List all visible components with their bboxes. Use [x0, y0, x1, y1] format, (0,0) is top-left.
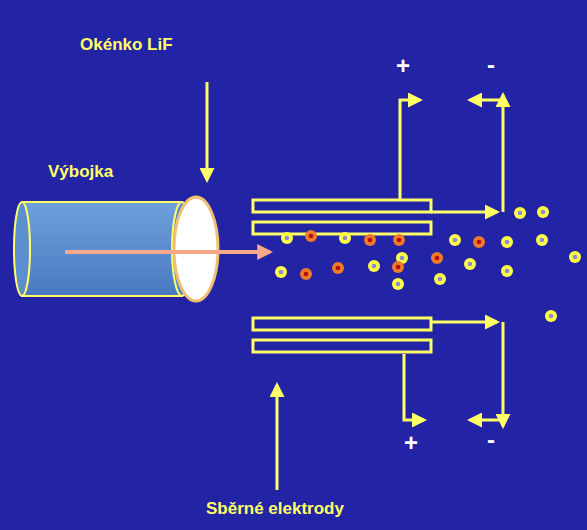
- upper-electrodes: [253, 200, 431, 234]
- positive-ion: [300, 268, 312, 280]
- positive-ion: [364, 234, 376, 246]
- ion-core: [279, 270, 284, 275]
- polarity-sign: +: [396, 53, 410, 79]
- electron: [281, 232, 293, 244]
- ion-core: [336, 266, 341, 271]
- ion-core: [372, 264, 377, 269]
- wires: [400, 95, 503, 426]
- polarity-sign: -: [487, 427, 495, 453]
- electron: [275, 266, 287, 278]
- ion-core: [368, 238, 373, 243]
- positive-ion: [392, 261, 404, 273]
- electron: [569, 251, 581, 263]
- positive-ion: [332, 262, 344, 274]
- lower-electrodes: [253, 318, 431, 352]
- ion-core: [309, 234, 314, 239]
- electron: [501, 265, 513, 277]
- ions: [275, 206, 581, 322]
- pointer-arrow: [206, 82, 209, 180]
- lif-window: [174, 197, 218, 301]
- electron: [536, 234, 548, 246]
- positive-ion: [393, 234, 405, 246]
- part-label: Sběrné elektrody: [206, 500, 344, 519]
- part-label: Výbojka: [48, 163, 113, 182]
- ion-core: [549, 314, 554, 319]
- electron: [514, 207, 526, 219]
- ion-core: [343, 236, 348, 241]
- electron: [545, 310, 557, 322]
- ion-core: [540, 238, 545, 243]
- ion-core: [505, 240, 510, 245]
- electron: [464, 258, 476, 270]
- discharge-tube: [14, 202, 192, 296]
- ion-core: [505, 269, 510, 274]
- positive-ion: [305, 230, 317, 242]
- part-label: Okénko LiF: [80, 36, 173, 55]
- uv-beam: [65, 250, 270, 254]
- polarity-sign: +: [404, 430, 418, 456]
- ion-core: [477, 240, 482, 245]
- ion-core: [396, 282, 401, 287]
- electron: [449, 234, 461, 246]
- electron: [434, 273, 446, 285]
- electron: [392, 278, 404, 290]
- positive-ion: [431, 252, 443, 264]
- polarity-sign: -: [487, 52, 495, 78]
- ion-core: [438, 277, 443, 282]
- ion-core: [541, 210, 546, 215]
- positive-ion: [473, 236, 485, 248]
- ion-core: [397, 238, 402, 243]
- ion-core: [468, 262, 473, 267]
- ion-core: [396, 265, 401, 270]
- electron: [501, 236, 513, 248]
- electron: [537, 206, 549, 218]
- pointer-arrow: [276, 385, 279, 490]
- electron: [368, 260, 380, 272]
- ion-core: [573, 255, 578, 260]
- ion-core: [400, 256, 405, 261]
- electron: [339, 232, 351, 244]
- ion-core: [304, 272, 309, 277]
- ion-core: [285, 236, 290, 241]
- ion-core: [453, 238, 458, 243]
- ion-core: [518, 211, 523, 216]
- ion-core: [435, 256, 440, 261]
